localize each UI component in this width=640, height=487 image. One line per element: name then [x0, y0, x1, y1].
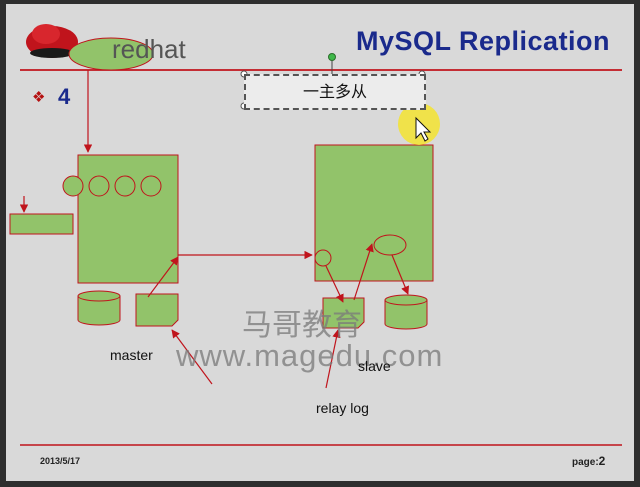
connector-binlog-up — [147, 256, 179, 298]
page-number: 2 — [598, 454, 606, 468]
slave-data-cylinder[interactable] — [384, 294, 428, 330]
slave-sql-thread[interactable] — [373, 234, 407, 256]
mouse-pointer-icon — [415, 116, 432, 142]
footer-page: page:2 — [572, 454, 605, 468]
callout-rotation-dot[interactable] — [328, 53, 336, 61]
master-label: master — [110, 347, 153, 363]
slave-box[interactable] — [314, 144, 434, 282]
master-thread-1[interactable] — [62, 175, 84, 197]
watermark-chinese: 马哥教育 — [242, 308, 362, 343]
connector-sql-to-data — [391, 254, 410, 295]
slide-canvas: redhat MySQL Replication ❖ 4 一主多从 马哥教育 w… — [6, 4, 634, 481]
footer-date: 2013/5/17 — [40, 456, 81, 466]
master-thread-2[interactable] — [88, 175, 110, 197]
shape-top-ellipse[interactable] — [68, 37, 154, 71]
page-label: page: — [572, 457, 599, 468]
master-binlog-doc[interactable] — [135, 293, 179, 327]
annotation-arrow-relay-log — [325, 329, 341, 389]
client-box[interactable] — [9, 213, 74, 235]
slide-title: MySQL Replication — [356, 26, 611, 56]
watermark-url: www.magedu.com — [176, 338, 444, 373]
master-box[interactable] — [77, 154, 179, 284]
slave-label: slave — [358, 358, 391, 374]
slide-diagram — [9, 24, 622, 446]
master-thread-4[interactable] — [140, 175, 162, 197]
slave-io-thread[interactable] — [314, 249, 332, 267]
bullet-number: 4 — [58, 84, 71, 109]
diamond-bullet-icon: ❖ — [32, 89, 46, 106]
logo-text: redhat — [112, 34, 186, 64]
connector-relay-to-sql — [353, 243, 374, 301]
relay-log-label: relay log — [316, 400, 369, 416]
callout-textbox[interactable]: 一主多从 — [244, 74, 426, 110]
relay-log-doc[interactable] — [322, 297, 365, 329]
connector-io-to-relay — [325, 265, 344, 303]
master-data-cylinder[interactable] — [77, 290, 121, 326]
annotation-arrow-master — [171, 329, 213, 385]
redhat-logo-icon — [26, 24, 78, 58]
master-thread-3[interactable] — [114, 175, 136, 197]
